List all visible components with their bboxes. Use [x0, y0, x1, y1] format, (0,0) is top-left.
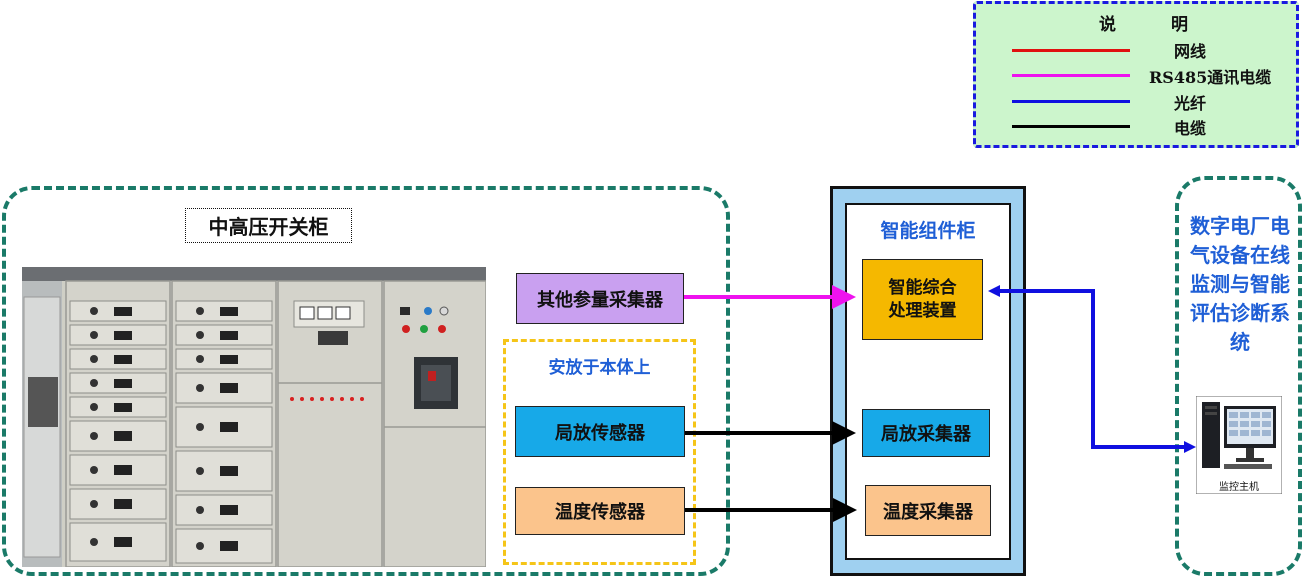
fiber-link: [997, 289, 1188, 449]
processor-box: 智能综合 处理装置: [862, 259, 983, 340]
legend-label-rs485: RS485通讯电缆: [1149, 68, 1272, 87]
legend-title-left: 说: [1099, 15, 1116, 35]
body-mount-group: [503, 339, 696, 565]
system-title: 数字电厂电气设备在线监测与智能评估诊断系统: [1190, 214, 1290, 354]
legend-label-cable: 电缆: [1174, 119, 1207, 138]
legend-label-fiber: 光纤: [1174, 94, 1207, 113]
monitor-host-label: 监控主机: [1219, 482, 1259, 493]
system-group: [1175, 176, 1302, 576]
switchgear-title: 中高压开关柜: [185, 208, 352, 243]
body-mount-title: 安放于本体上: [548, 358, 651, 378]
switchgear-photo: [22, 267, 486, 567]
legend-title-right: 明: [1171, 15, 1188, 35]
legend-box: 说 明 网线 RS485通讯电缆 光纤 电缆: [973, 1, 1299, 148]
legend-line-cable: [1012, 125, 1130, 128]
monitor-host-illustration: [1196, 396, 1282, 494]
other-collector-box: 其他参量采集器: [516, 273, 684, 324]
legend-line-fiber: [1012, 100, 1130, 103]
legend-label-network: 网线: [1174, 42, 1207, 61]
smart-cabinet-title: 智能组件柜: [880, 220, 976, 242]
switchgear-group: [2, 186, 730, 576]
legend-line-rs485: [1012, 74, 1130, 77]
temp-sensor-box: 温度传感器: [515, 487, 685, 535]
pd-sensor-box: 局放传感器: [515, 406, 685, 457]
pd-collector-box: 局放采集器: [862, 409, 990, 457]
temp-collector-box: 温度采集器: [865, 485, 991, 536]
legend-line-network: [1012, 49, 1130, 52]
